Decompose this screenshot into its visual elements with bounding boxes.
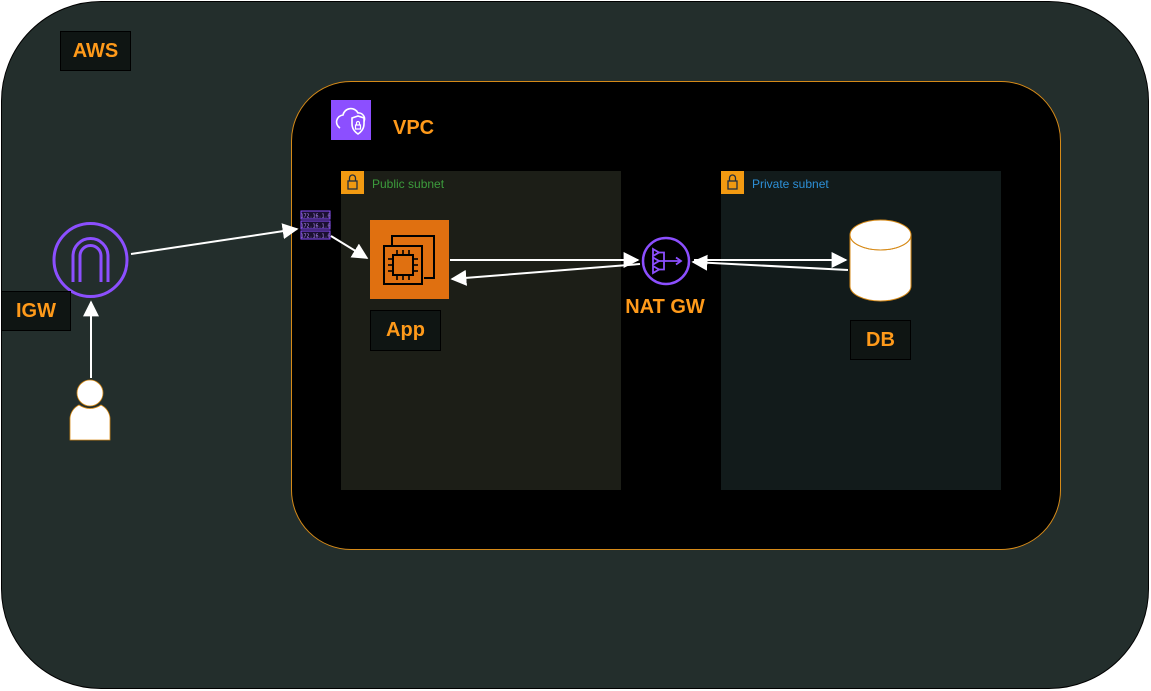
user-icon <box>69 379 111 441</box>
nat-gw-label: NAT GW <box>625 296 705 318</box>
db-label: DB <box>850 320 911 360</box>
arrow-nat-to-app <box>450 263 641 286</box>
route-entry: 172.16.1.0 <box>300 224 330 230</box>
arrow-igw-to-route-table <box>130 223 299 255</box>
arrow-db-to-nat <box>691 254 849 271</box>
igw-label: IGW <box>1 291 71 331</box>
database-cylinder-icon <box>849 219 912 302</box>
route-entry: 172.16.1.0 <box>300 234 330 240</box>
aws-label: AWS <box>60 31 131 71</box>
nat-gateway-icon <box>640 235 692 287</box>
vpc-icon <box>331 100 371 140</box>
private-subnet-title: Private subnet <box>752 177 829 191</box>
arrow-route-table-to-app <box>330 235 369 259</box>
internet-gateway-icon <box>51 222 131 299</box>
lock-icon <box>341 171 364 194</box>
app-label: App <box>370 310 441 351</box>
route-entry: 172.16.1.0 <box>300 214 330 220</box>
public-subnet-title: Public subnet <box>372 177 445 191</box>
lock-icon <box>721 171 744 194</box>
route-table-icon: 172.16.1.0 172.16.1.0 172.16.1.0 <box>300 210 331 242</box>
vpc-title: VPC <box>393 117 435 139</box>
ec2-instance-chip-icon <box>370 220 449 299</box>
